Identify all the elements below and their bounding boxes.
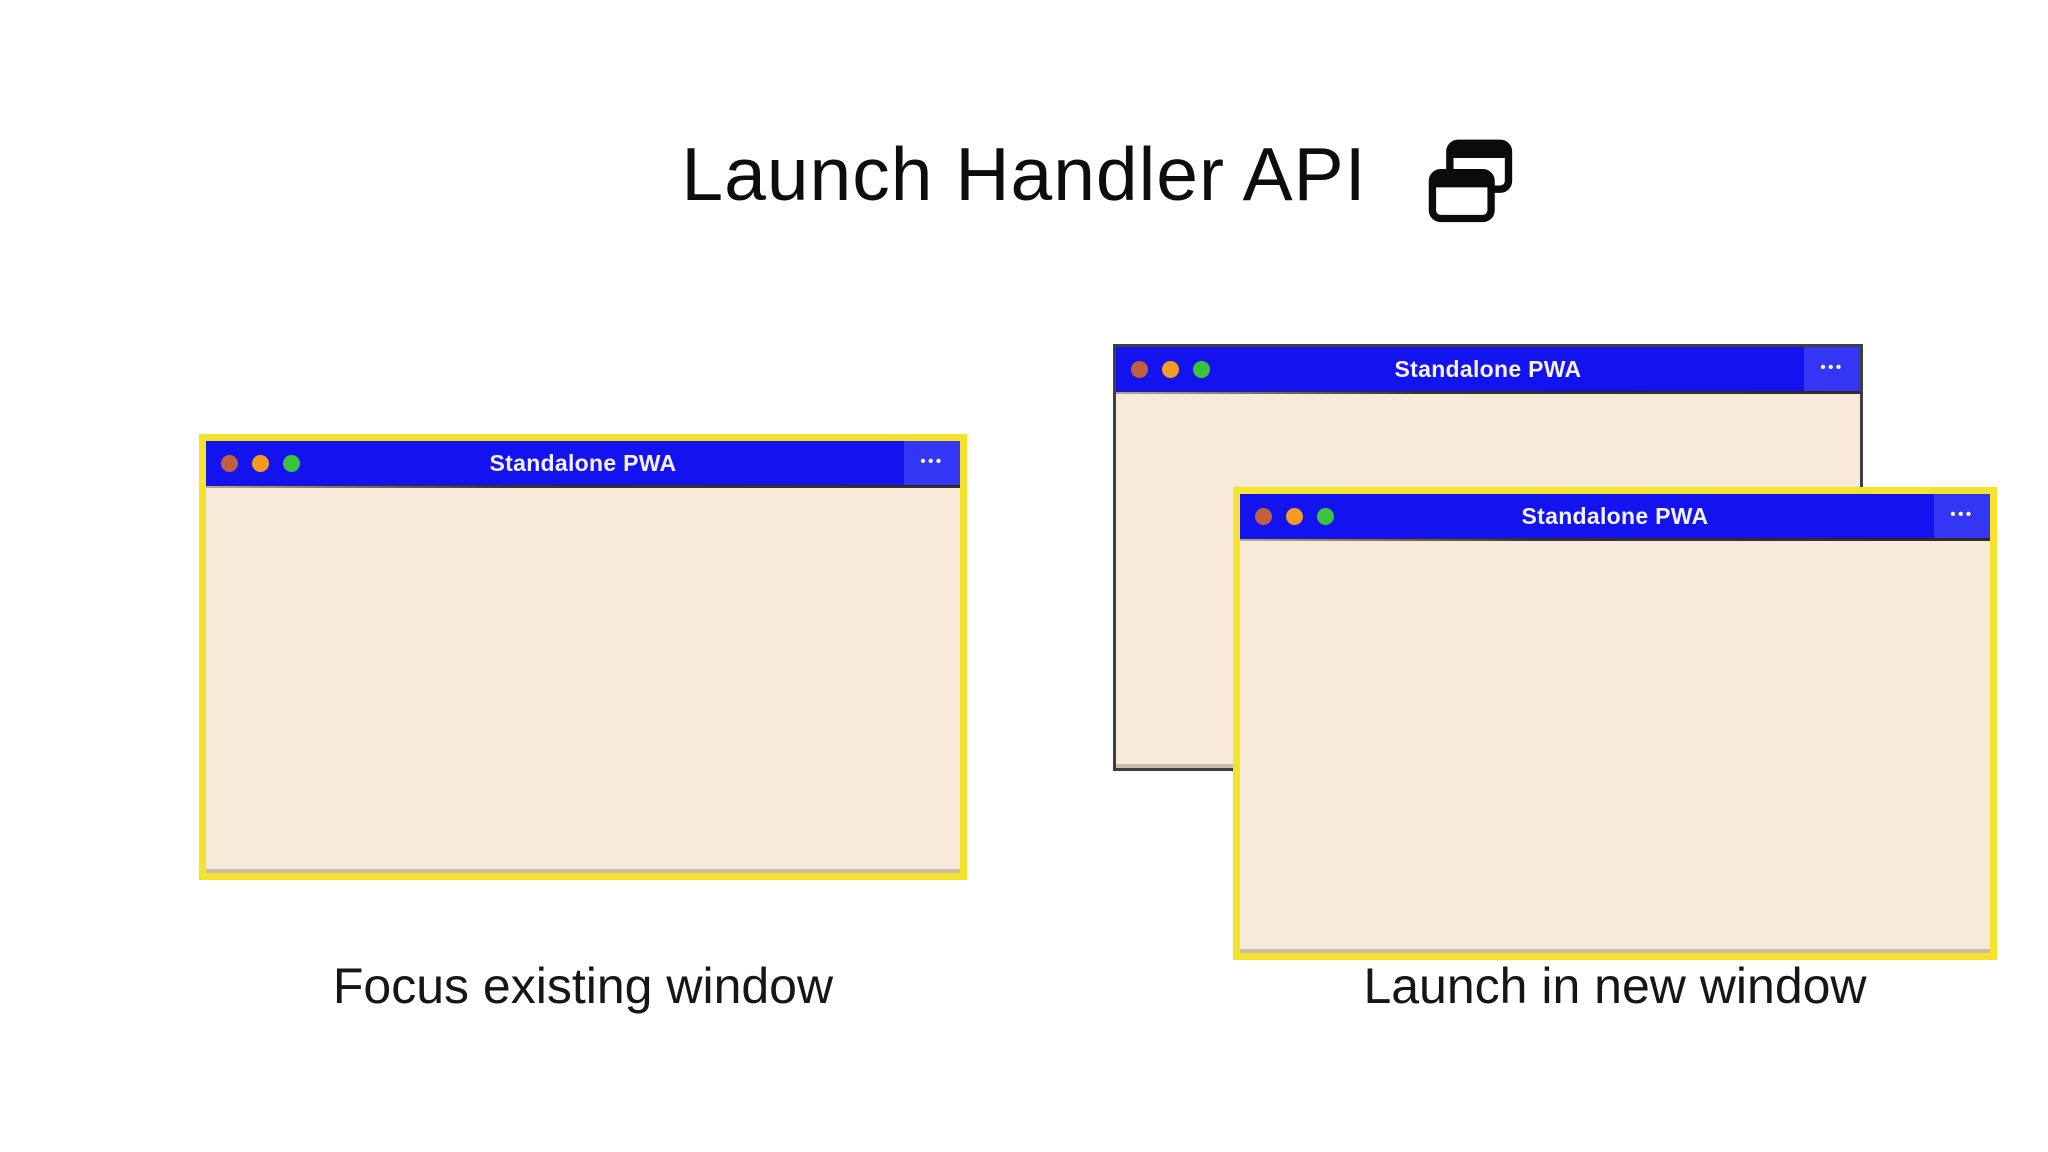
overflow-menu-button[interactable]: ••• [1934,494,1990,539]
new-pwa-window: Standalone PWA ••• [1233,487,1997,960]
window-body [206,486,960,873]
page-title: Launch Handler API [681,132,1367,216]
focused-pwa-window: Standalone PWA ••• [199,434,967,880]
caption-focus-existing-window: Focus existing window [332,958,834,1014]
maximize-dot-icon[interactable] [283,455,300,472]
ellipsis-icon: ••• [920,453,944,470]
window-body [1240,539,1990,953]
minimize-dot-icon[interactable] [252,455,269,472]
overflow-menu-button[interactable]: ••• [904,441,960,486]
overflow-menu-button[interactable]: ••• [1804,347,1860,392]
traffic-lights [1131,361,1210,378]
window-title: Standalone PWA [1521,503,1709,529]
close-dot-icon[interactable] [1255,508,1272,525]
titlebar: Standalone PWA ••• [206,441,960,488]
ellipsis-icon: ••• [1950,506,1974,523]
traffic-lights [221,455,300,472]
overlapping-windows-icon [1428,139,1513,223]
window-title: Standalone PWA [489,450,677,476]
caption-launch-in-new-window: Launch in new window [1363,958,1867,1014]
titlebar: Standalone PWA ••• [1116,347,1860,394]
close-dot-icon[interactable] [1131,361,1148,378]
minimize-dot-icon[interactable] [1162,361,1179,378]
close-dot-icon[interactable] [221,455,238,472]
ellipsis-icon: ••• [1820,359,1844,376]
minimize-dot-icon[interactable] [1286,508,1303,525]
titlebar: Standalone PWA ••• [1240,494,1990,541]
window-title: Standalone PWA [1394,356,1582,382]
maximize-dot-icon[interactable] [1193,361,1210,378]
maximize-dot-icon[interactable] [1317,508,1334,525]
traffic-lights [1255,508,1334,525]
